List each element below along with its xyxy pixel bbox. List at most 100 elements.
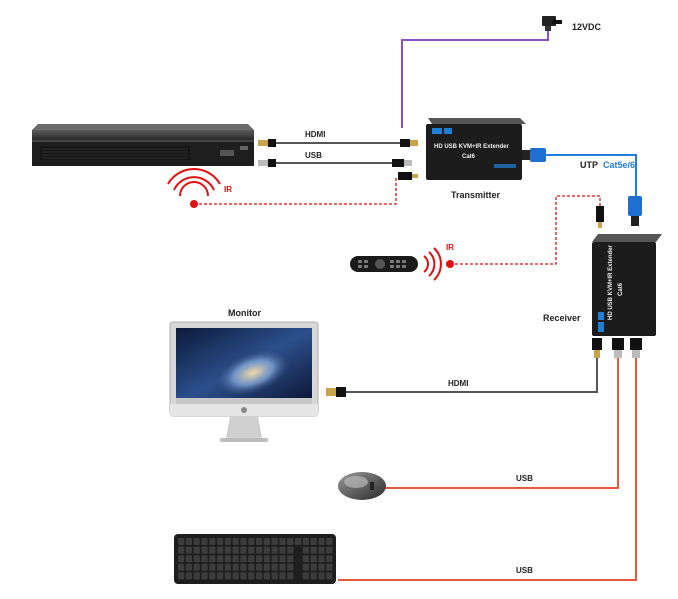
receiver-output-plugs [592, 338, 642, 358]
hdmi-monitor-cable [346, 358, 598, 393]
dvr-device [32, 124, 254, 166]
keyboard-key [263, 563, 270, 571]
usb-mouse-cable [384, 358, 619, 489]
keyboard-key [217, 572, 224, 580]
tx-model-text: HD USB KVM+IR Extender [434, 144, 510, 150]
keyboard-key [201, 546, 208, 554]
keyboard-key [209, 555, 216, 563]
keyboard-key [217, 546, 224, 554]
rx-usb-plug-1-icon [612, 338, 624, 358]
keyboard-key [193, 563, 200, 571]
keyboard-key [217, 538, 224, 545]
keyboard-key [302, 538, 309, 545]
keyboard-key [271, 538, 278, 545]
receiver-label: Receiver [543, 313, 581, 323]
keyboard-key [279, 538, 286, 545]
keyboard-key [185, 563, 192, 571]
keyboard-key [310, 555, 317, 563]
utp-label: UTP [580, 160, 598, 170]
power-cable [401, 28, 549, 128]
usb-label: USB [305, 151, 322, 160]
keyboard-key [232, 572, 239, 580]
hdmi-plug-right-icon [400, 139, 418, 147]
keyboard-key [217, 563, 224, 571]
keyboard-key [185, 572, 192, 580]
keyboard-key [178, 555, 185, 563]
keyboard-key [224, 563, 231, 571]
keyboard-key [310, 572, 317, 580]
keyboard-key [178, 572, 185, 580]
keyboard-key [201, 572, 208, 580]
usb-keyboard-cable [338, 358, 637, 581]
keyboard-key [287, 563, 294, 571]
keyboard-key [310, 546, 317, 554]
keyboard-key [279, 563, 286, 571]
monitor-label: Monitor [228, 308, 261, 318]
keyboard-key [256, 572, 263, 580]
keyboard-key [310, 538, 317, 545]
hdmi-plug-icon [258, 139, 276, 147]
usb-plug-icon [258, 159, 276, 167]
keyboard-key [248, 546, 255, 554]
rx-cat-text: Cat6 [618, 282, 624, 296]
ir-sensor-right-icon [446, 260, 454, 268]
keyboard-key [263, 555, 270, 563]
keyboard-key [193, 572, 200, 580]
keyboard-key [302, 572, 309, 580]
ir-remote-label: IR [446, 243, 454, 252]
usb-plug-right-icon [392, 159, 412, 167]
keyboard-key [178, 538, 185, 545]
keyboard-key [232, 563, 239, 571]
ir-dotted-line [194, 176, 397, 205]
monitor-hdmi-plug-icon [326, 387, 346, 397]
keyboard-key [318, 538, 325, 545]
keyboard-key [326, 538, 333, 545]
keyboard-key [217, 555, 224, 563]
rj45-plug-tx-icon [522, 148, 546, 162]
receiver-device: HD USB KVM+IR Extender Cat6 [592, 234, 662, 336]
tx-cat-text: Cat6 [462, 154, 476, 160]
keyboard-key [232, 555, 239, 563]
keyboard-key [326, 555, 333, 563]
keyboard-key [302, 555, 309, 563]
keyboard-key [287, 538, 294, 545]
ir-waves-left-icon [167, 167, 221, 197]
power-plug-icon [542, 16, 562, 31]
ir-left-label: IR [224, 185, 232, 194]
ir-sensor-left-icon [190, 200, 198, 208]
remote-control-icon [350, 247, 442, 281]
keyboard-key [185, 546, 192, 554]
keyboard-key [326, 563, 333, 571]
rx-hdmi-plug-icon [592, 338, 602, 358]
utp-cable: UTP Cat5e/6 [522, 148, 642, 226]
keyboard-key [201, 538, 208, 545]
mouse-icon [338, 472, 386, 500]
keyboard-key [248, 572, 255, 580]
keyboard-key [271, 563, 278, 571]
keyboard-key [287, 546, 294, 554]
keyboard-key [263, 538, 270, 545]
keyboard-key [193, 538, 200, 545]
keyboard-key [318, 546, 325, 554]
keyboard-key [240, 555, 247, 563]
ir-jack-rx-icon [596, 206, 604, 228]
ir-emitter-left: IR [167, 167, 397, 208]
keyboard-key [185, 538, 192, 545]
keyboard-key [295, 538, 302, 545]
keyboard-key [256, 555, 263, 563]
keyboard-key [193, 546, 200, 554]
keyboard-key [240, 538, 247, 545]
keyboard-key [310, 563, 317, 571]
transmitter-label: Transmitter [451, 190, 501, 200]
dvr-usb-port [220, 150, 234, 156]
keyboard-key [302, 546, 309, 554]
keyboard-key [326, 546, 333, 554]
keyboard-key [326, 572, 333, 580]
hdmi-monitor-label: HDMI [448, 379, 468, 388]
keyboard-key [318, 563, 325, 571]
keyboard-key [240, 563, 247, 571]
keyboard-key [224, 538, 231, 545]
transmitter-device: HD USB KVM+IR Extender Cat6 [426, 118, 526, 180]
keyboard-key [178, 563, 185, 571]
